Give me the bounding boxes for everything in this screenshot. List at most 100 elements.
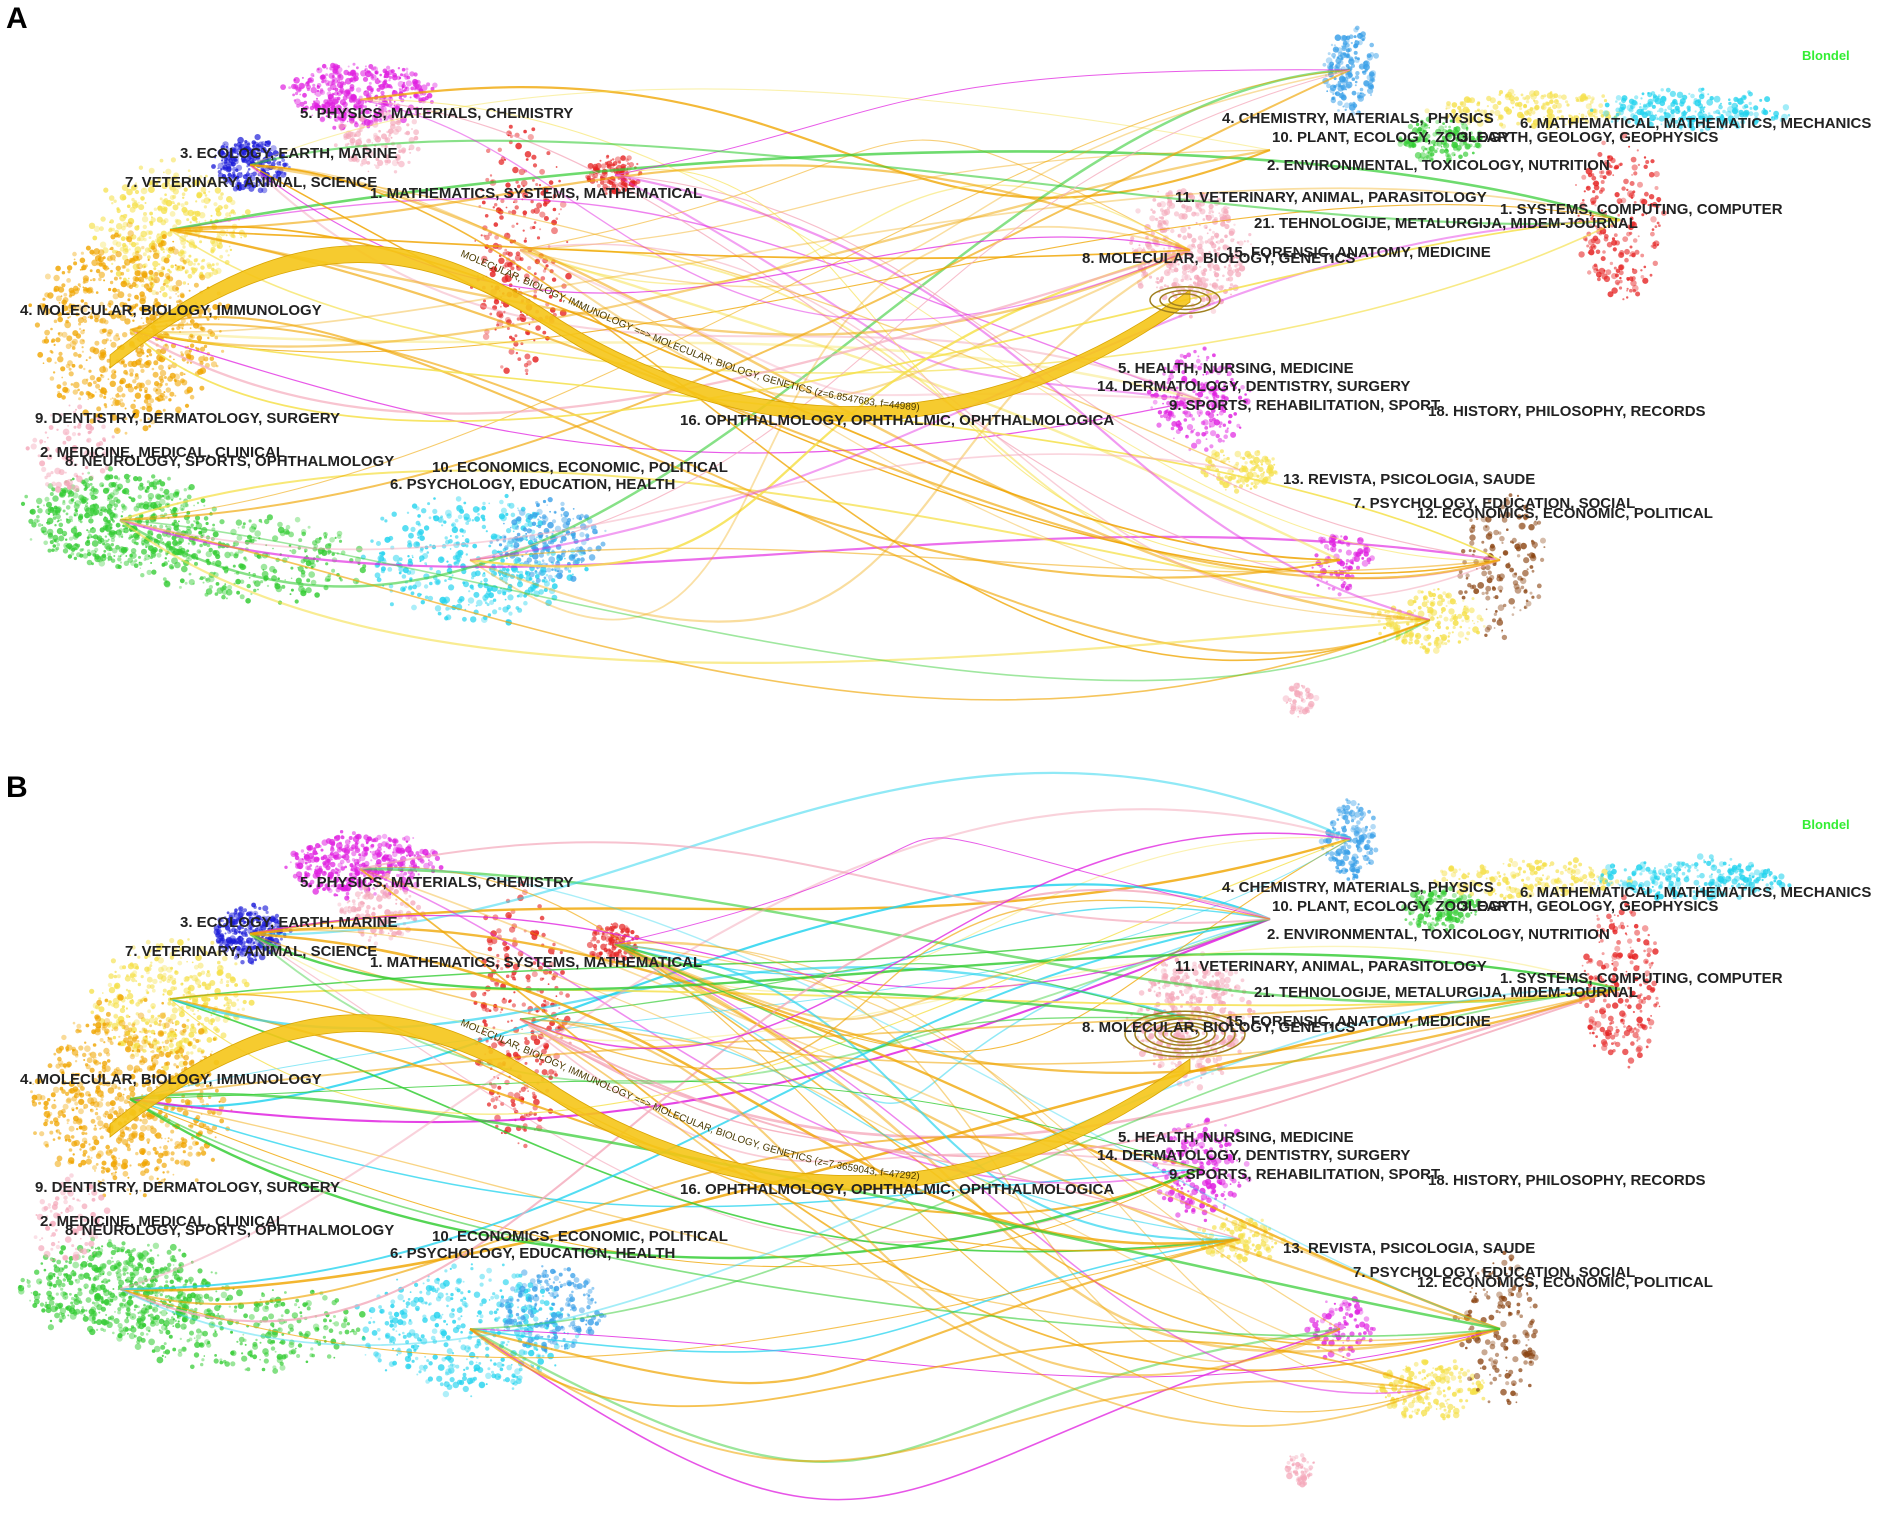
scatter-dot <box>560 513 563 516</box>
scatter-dot <box>297 86 303 92</box>
scatter-dot <box>79 268 82 271</box>
scatter-dot <box>79 257 86 264</box>
scatter-dot <box>115 333 119 337</box>
scatter-dot <box>1639 103 1642 105</box>
scatter-dot <box>78 327 82 331</box>
scatter-dot <box>401 83 406 88</box>
scatter-dot <box>154 298 158 302</box>
scatter-dot <box>413 129 419 136</box>
scatter-dot <box>1152 198 1157 202</box>
scatter-dot <box>413 135 419 141</box>
scatter-dot <box>189 394 195 400</box>
scatter-dot <box>1533 105 1539 111</box>
scatter-dot <box>110 558 116 563</box>
scatter-dot <box>44 292 50 298</box>
scatter-dot <box>279 171 283 174</box>
scatter-dot <box>592 173 595 176</box>
scatter-dot <box>353 103 360 111</box>
scatter-dot <box>241 156 246 161</box>
scatter-dot <box>121 489 127 494</box>
scatter-dot <box>156 533 162 539</box>
scatter-dot <box>448 539 453 544</box>
scatter-dot <box>533 221 537 224</box>
scatter-dot <box>536 236 541 240</box>
scatter-dot <box>245 598 251 604</box>
scatter-dot <box>165 580 168 583</box>
scatter-dot <box>498 257 505 264</box>
scatter-dot <box>1173 277 1179 284</box>
scatter-dot <box>106 539 109 543</box>
scatter-dot <box>1199 276 1207 284</box>
scatter-dot <box>92 235 98 241</box>
scatter-dot <box>163 257 170 264</box>
scatter-dot <box>462 535 464 537</box>
scatter-dot <box>535 501 539 505</box>
scatter-dot <box>34 322 41 328</box>
scatter-dot <box>346 120 349 123</box>
scatter-dot <box>1670 109 1675 115</box>
scatter-dot <box>245 158 247 161</box>
scatter-dot <box>1529 107 1534 111</box>
scatter-dot <box>538 184 542 187</box>
scatter-dot <box>191 540 196 546</box>
scatter-dot <box>195 220 198 224</box>
scatter-dot <box>390 86 393 89</box>
scatter-dot <box>119 555 122 558</box>
scatter-dot <box>182 259 186 263</box>
scatter-dot <box>500 198 505 204</box>
scatter-dot <box>215 582 220 586</box>
scatter-dot <box>499 215 504 220</box>
scatter-dot <box>403 89 406 93</box>
scatter-dot <box>125 478 131 484</box>
scatter-dot <box>139 482 144 487</box>
scatter-dot <box>482 517 486 522</box>
scatter-dot <box>515 351 519 355</box>
scatter-dot <box>134 294 139 300</box>
scatter-dot <box>370 539 374 543</box>
scatter-dot <box>72 389 79 395</box>
scatter-dot <box>123 531 125 533</box>
scatter-dot <box>143 283 150 289</box>
scatter-dot <box>480 234 483 237</box>
scatter-dot <box>1156 281 1160 285</box>
scatter-dot <box>133 409 140 416</box>
scatter-dot <box>142 322 145 324</box>
scatter-dot <box>588 174 592 178</box>
scatter-dot <box>1155 218 1158 220</box>
scatter-dot <box>348 111 352 116</box>
scatter-dot <box>126 188 133 196</box>
scatter-dot <box>363 119 371 126</box>
scatter-dot <box>117 557 122 562</box>
scatter-dot <box>314 104 322 111</box>
scatter-dot <box>504 493 509 499</box>
scatter-dot <box>202 308 205 311</box>
scatter-dot <box>225 249 229 253</box>
scatter-dot <box>189 327 192 330</box>
scatter-dot <box>131 234 137 240</box>
scatter-dot <box>1158 216 1162 219</box>
scatter-dot <box>518 287 521 290</box>
scatter-dot <box>104 535 108 538</box>
scatter-dot <box>531 154 537 160</box>
scatter-dot <box>1637 163 1641 167</box>
scatter-dot <box>133 505 140 512</box>
scatter-dot <box>175 293 178 295</box>
scatter-dot <box>1635 291 1641 297</box>
scatter-dot <box>534 258 540 265</box>
scatter-dot <box>551 277 557 282</box>
scatter-dot <box>152 371 159 378</box>
scatter-dot <box>485 177 490 182</box>
scatter-dot <box>189 343 195 348</box>
scatter-dot <box>156 233 160 236</box>
scatter-dot <box>107 538 110 541</box>
scatter-dot <box>50 340 54 343</box>
scatter-dot <box>277 526 285 534</box>
scatter-dot <box>354 121 358 125</box>
scatter-dot <box>509 526 512 529</box>
scatter-dot <box>535 578 541 583</box>
scatter-dot <box>242 174 248 180</box>
scatter-dot <box>606 160 613 167</box>
scatter-dot <box>195 200 198 203</box>
scatter-dot <box>111 397 114 400</box>
scatter-dot <box>166 275 171 280</box>
